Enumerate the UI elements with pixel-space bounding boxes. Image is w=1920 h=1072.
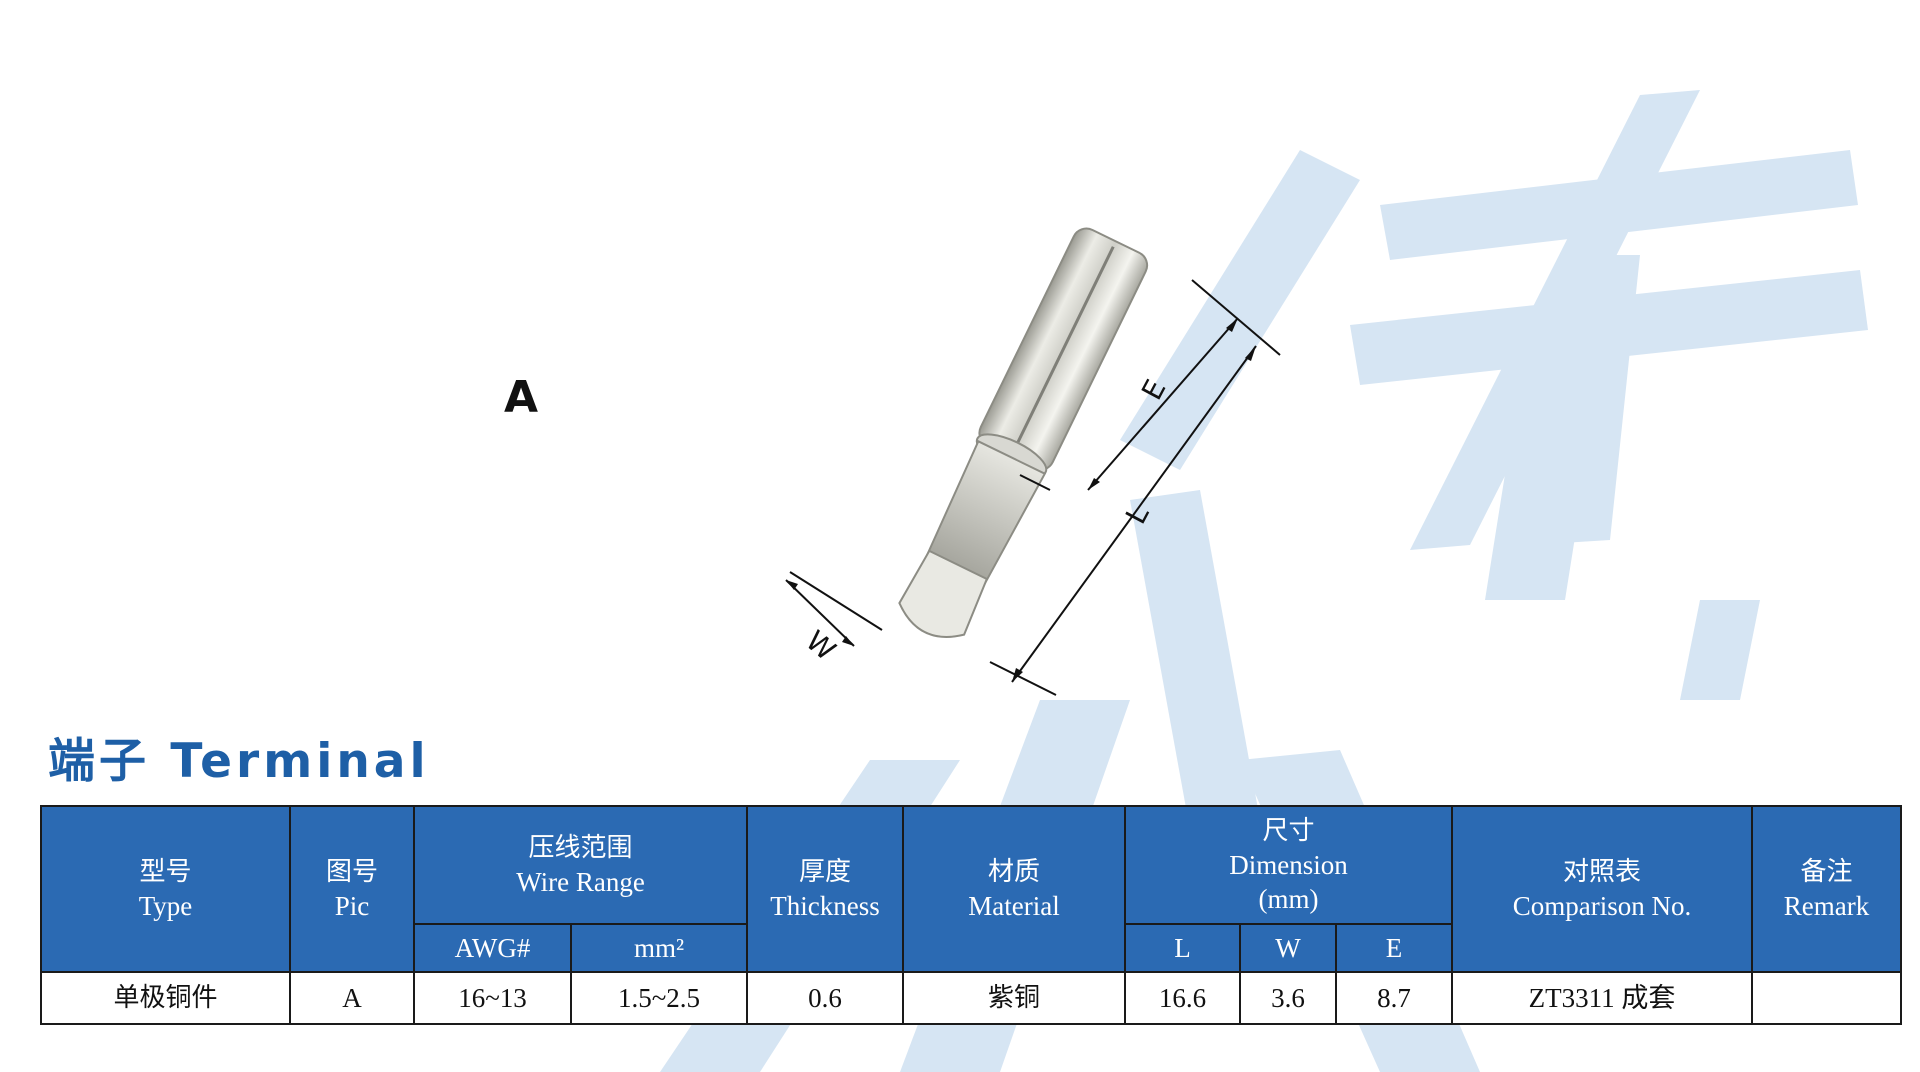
cell-comparison: ZT3311 成套: [1451, 971, 1754, 1025]
cell-awg: 16~13: [413, 971, 572, 1025]
header-dim-l: L: [1124, 923, 1242, 973]
dimension-w-mark: W: [800, 624, 842, 667]
cell-pic: A: [289, 971, 415, 1025]
header-dim-e: E: [1335, 923, 1454, 973]
cell-dim-w: 3.6: [1239, 971, 1338, 1025]
cell-remark: [1751, 971, 1903, 1025]
cell-mm2: 1.5~2.5: [569, 971, 749, 1025]
section-title: 端子 Terminal: [48, 734, 430, 789]
header-dim-w: W: [1239, 923, 1338, 973]
picture-label: A: [504, 372, 539, 423]
terminal-product-image: E L W: [785, 227, 1281, 696]
table-row: 单极铜件 A 16~13 1.5~2.5 0.6 紫铜 16.6 3.6 8.7…: [40, 971, 1903, 1025]
cell-dim-l: 16.6: [1124, 971, 1242, 1025]
cell-type: 单极铜件: [40, 971, 291, 1025]
cell-material: 紫铜: [902, 971, 1127, 1025]
cell-thickness: 0.6: [746, 971, 905, 1025]
dimension-l-mark: L: [1119, 500, 1156, 530]
header-mm2: mm²: [569, 923, 749, 973]
cell-dim-e: 8.7: [1335, 971, 1454, 1025]
header-awg: AWG#: [413, 923, 572, 973]
